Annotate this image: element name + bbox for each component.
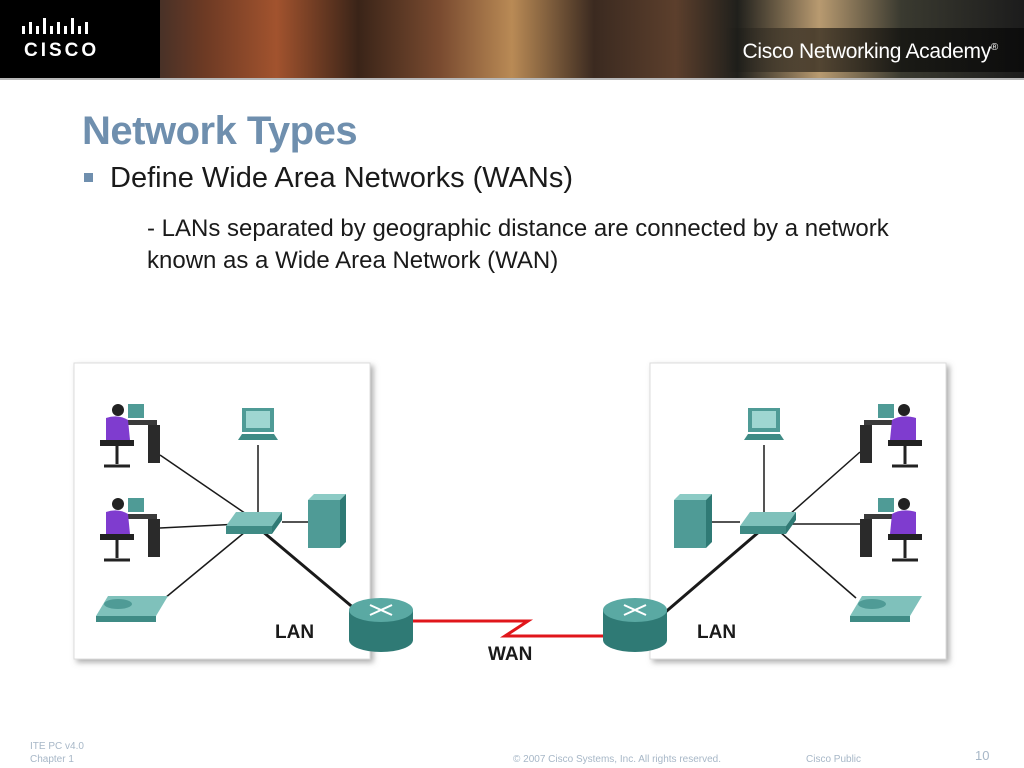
- wan-diagram: LAN LAN WAN: [73, 362, 947, 665]
- right-ip-phone-icon: [850, 596, 922, 622]
- academy-name: Cisco Networking Academy: [742, 40, 992, 63]
- left-lan-label: LAN: [275, 622, 314, 643]
- registered-mark: ®: [990, 42, 998, 53]
- left-workstation-icon: [238, 408, 278, 440]
- right-switch-icon: [740, 512, 796, 534]
- right-workstation-icon: [744, 408, 784, 440]
- sub-bullet-text: - LANs separated by geographic distance …: [147, 215, 889, 274]
- left-router-icon: [349, 598, 413, 652]
- footer-course: ITE PC v4.0: [30, 741, 84, 752]
- bullet-text: Define Wide Area Networks (WANs): [110, 162, 574, 194]
- left-lan-links: [159, 445, 310, 599]
- wan-label: WAN: [488, 644, 532, 665]
- left-switch-icon: [226, 512, 282, 534]
- header-banner: CISCO Cisco Networking Academy®: [0, 0, 1024, 78]
- right-switch-router-link: [661, 529, 761, 617]
- left-user-desk-icon-1: [100, 404, 160, 468]
- right-lan-links: [712, 445, 861, 599]
- right-lan-label: LAN: [697, 622, 736, 643]
- wan-serial-link: [412, 619, 610, 638]
- academy-title: Cisco Networking Academy®: [742, 40, 999, 64]
- banner-divider: [0, 78, 1024, 80]
- right-user-desk-icon-2: [860, 498, 922, 562]
- right-router-icon: [603, 598, 667, 652]
- slide-title: Network Types: [82, 109, 358, 153]
- left-server-icon: [308, 494, 346, 548]
- footer-classification: Cisco Public: [806, 754, 862, 765]
- right-user-desk-icon-1: [860, 404, 922, 468]
- cisco-logo-icon: [22, 18, 88, 34]
- cisco-logo-text: CISCO: [24, 40, 100, 61]
- left-switch-router-link: [261, 529, 363, 617]
- academy-backdrop: [724, 28, 1024, 72]
- page-number: 10: [975, 748, 990, 763]
- footer-chapter: Chapter 1: [30, 754, 74, 765]
- right-server-icon: [674, 494, 712, 548]
- left-ip-phone-icon: [96, 596, 168, 622]
- bullet-square-icon: [84, 173, 93, 182]
- left-user-desk-icon-2: [100, 498, 160, 562]
- footer-copyright: © 2007 Cisco Systems, Inc. All rights re…: [513, 754, 722, 765]
- logo-area: [0, 0, 160, 78]
